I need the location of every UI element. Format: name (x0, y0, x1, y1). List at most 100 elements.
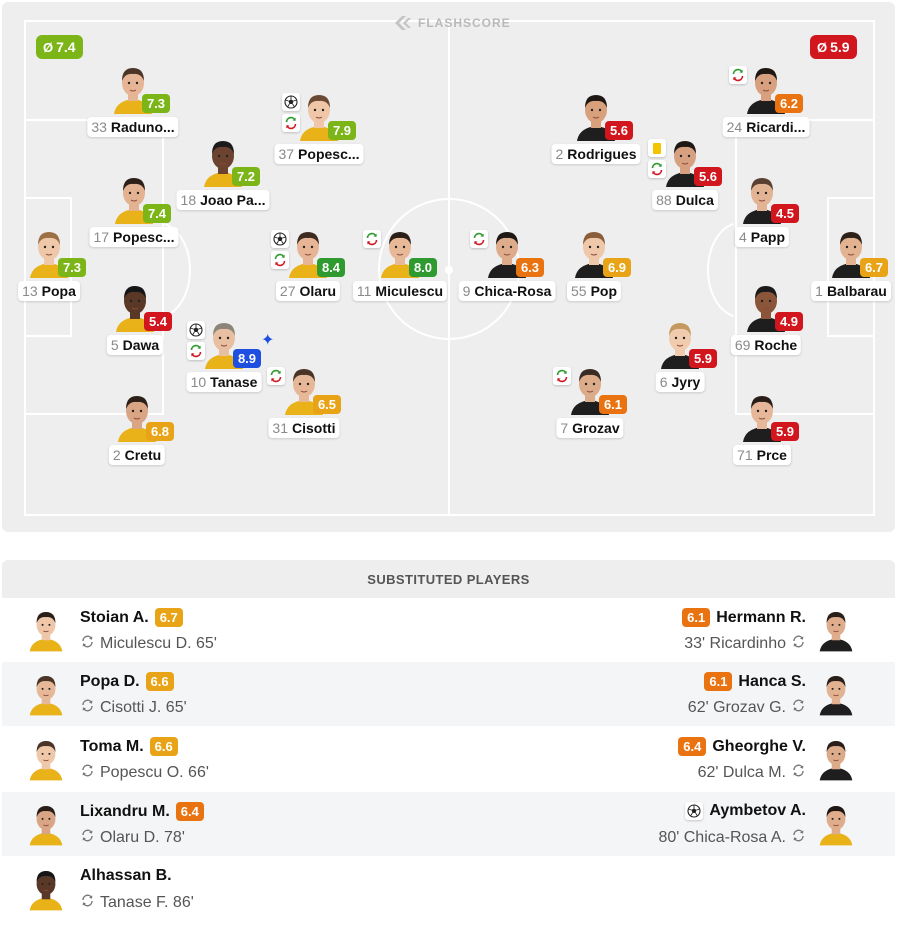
substitution-icon (470, 230, 488, 248)
player-number: 27 (279, 283, 296, 299)
player-rating: 5.6 (694, 167, 722, 186)
player-number: 1 (815, 283, 823, 299)
replaced-player: 80' Chica-Rosa A. (658, 829, 786, 846)
player-name: Miculescu (375, 283, 444, 299)
player-number: 5 (110, 337, 119, 353)
substitute-rating: 6.1 (682, 608, 711, 627)
away-substitute[interactable]: Aymbetov A.80' Chica-Rosa A. (442, 792, 882, 856)
player-number: 2 (112, 447, 121, 463)
substitute-name: Popa D. (80, 672, 140, 690)
substitute-name-line: Alhassan B. (80, 867, 172, 885)
replaced-player: 33' Ricardinho (684, 635, 786, 652)
substitute-photo (28, 798, 64, 850)
flashscore-logo: FLASHSCORE (392, 14, 511, 32)
player-rating: 6.9 (603, 258, 631, 277)
player-rating: 7.2 (232, 167, 260, 186)
away-average-value: 5.9 (830, 39, 850, 55)
player-name: Popesc... (113, 229, 175, 245)
player-rating: 7.3 (58, 258, 86, 277)
player-event-icons (282, 93, 300, 132)
player-event-icons (470, 230, 488, 248)
player-rating: 5.6 (605, 121, 633, 140)
player-rating: 6.3 (516, 258, 544, 277)
home-team-average-rating: Ø 7.4 (36, 35, 83, 59)
player-rating: 6.5 (313, 395, 341, 414)
player-name: Roche (754, 337, 798, 353)
substitute-name-line: Popa D. 6.6 (80, 672, 174, 691)
player-name: Rodrigues (567, 146, 637, 162)
best-player-star-icon: ✦ (261, 332, 275, 349)
substitute-name-line: Lixandru M.6.4 (80, 802, 204, 821)
goal-ball-icon (282, 93, 300, 111)
substitute-name-line: Toma M.6.6 (80, 737, 178, 756)
player-rating: 7.9 (328, 121, 356, 140)
substitution-icon (553, 367, 571, 385)
substitute-rating: 6.6 (145, 672, 174, 691)
substitution-out-icon (791, 828, 806, 848)
player-number: 24 (726, 119, 743, 135)
substitution-out-icon (80, 698, 95, 718)
substitution-row: Alhassan B. Tanase F. 86' (2, 857, 895, 921)
player-rating: 4.5 (771, 204, 799, 223)
player-number: 88 (656, 192, 672, 208)
substitute-name: Gheorghe V. (712, 737, 806, 755)
player-rating: 5.4 (144, 312, 172, 331)
substitute-name-line: 6.4 Gheorghe V. (678, 737, 806, 756)
substitute-rating: 6.4 (678, 737, 707, 756)
player-name: Jyry (671, 374, 701, 390)
player-number: 2 (555, 146, 564, 162)
substitute-rating: 6.1 (704, 672, 733, 691)
substituted-players-header: SUBSTITUTED PLAYERS (2, 560, 895, 598)
replaced-player: Olaru D. 78' (100, 829, 185, 846)
replaced-player: 62' Dulca M. (697, 764, 786, 781)
away-substitute[interactable]: 6.4 Gheorghe V. 62' Dulca M. (442, 727, 882, 791)
player-number: 11 (356, 283, 372, 299)
player-rating: 8.0 (409, 258, 437, 277)
player-name: Prce (756, 447, 787, 463)
center-spot (445, 266, 453, 274)
player-name: Balbarau (826, 283, 887, 299)
substitution-out-icon (80, 828, 95, 848)
player-name: Dulca (675, 192, 714, 208)
player-name: Pop (590, 283, 618, 299)
substitute-name: Alhassan B. (80, 867, 172, 884)
player-event-icons (271, 230, 289, 269)
player-rating: 6.8 (146, 422, 174, 441)
player-name: Olaru (299, 283, 337, 299)
home-substitute[interactable]: Alhassan B. Tanase F. 86' (2, 857, 442, 921)
substitution-icon (187, 342, 205, 360)
replaced-player: Popescu O. 66' (100, 764, 209, 781)
replaced-player: Cisotti J. 65' (100, 699, 187, 716)
goal-ball-icon (271, 230, 289, 248)
player-number: 9 (462, 283, 471, 299)
substitution-out-icon (791, 634, 806, 654)
substitution-out-icon (80, 763, 95, 783)
replaced-player: Tanase F. 86' (100, 894, 194, 911)
player-number: 4 (738, 229, 747, 245)
player-name: Papp (750, 229, 786, 245)
replaced-player: Miculescu D. 65' (100, 635, 217, 652)
substitute-photo (28, 604, 64, 656)
substitution-out-icon (791, 698, 806, 718)
substitute-replaced-line: Olaru D. 78' (80, 828, 185, 848)
player-event-icons (187, 321, 205, 360)
player-rating: 5.9 (771, 422, 799, 441)
